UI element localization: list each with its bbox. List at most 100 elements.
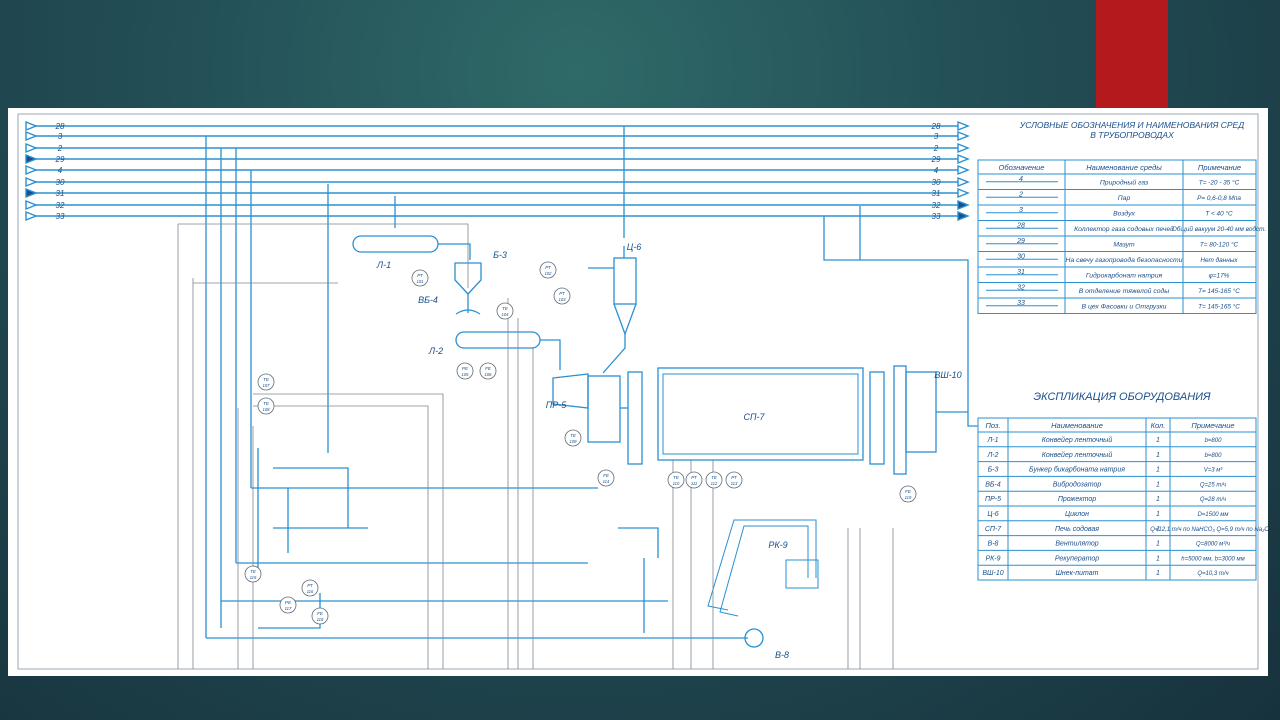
- legend-code: 32: [1017, 284, 1025, 291]
- legend-code: 28: [1016, 222, 1025, 229]
- explication-qty: 1: [1156, 496, 1160, 503]
- legend-header: Примечание: [1198, 163, 1241, 172]
- pipeline-number-right: 30: [932, 178, 941, 187]
- explication-name: Шнек-питат: [1055, 570, 1098, 577]
- flow-arrow-icon: [957, 199, 970, 211]
- explication-qty: 1: [1156, 541, 1160, 548]
- legend-note: T < 40 °C: [1205, 209, 1233, 217]
- explication-name: Рекуператор: [1055, 555, 1099, 562]
- explication-note: D=1500 мм: [1197, 512, 1228, 518]
- explication-pos: ПР-5: [985, 496, 1001, 503]
- instrument-tag: РЕ: [462, 366, 469, 371]
- pipeline-number-left: 33: [56, 212, 65, 221]
- explication-qty: 1: [1156, 511, 1160, 518]
- instrument-tag: ТЕ: [250, 569, 257, 574]
- legend-code: 33: [1017, 300, 1025, 307]
- instrument-tag: FE: [317, 611, 324, 616]
- legend-code: 30: [1017, 253, 1025, 260]
- equipment-label: Б-3: [493, 250, 507, 260]
- instrument-bubble: [899, 485, 917, 503]
- explication-qty: 1: [1156, 555, 1160, 562]
- pipeline-number-right: 4: [934, 166, 939, 175]
- explication-table: [977, 417, 1257, 581]
- instrument-bubble: [257, 373, 275, 391]
- instrument-number: 117: [285, 606, 292, 611]
- instrument-tag: РТ: [691, 475, 698, 480]
- instrument-bubble: [539, 261, 557, 279]
- instrument-bubble: [685, 471, 703, 489]
- explication-name: Конвейер ленточный: [1042, 436, 1113, 444]
- legend-medium-name: В отделение тяжелой соды: [1079, 287, 1170, 295]
- flow-arrow-icon: [957, 187, 970, 199]
- legend-code: 31: [1017, 269, 1025, 276]
- instrument-bubble: [311, 607, 329, 625]
- legend-medium-name: Воздух: [1113, 209, 1135, 217]
- flow-arrow-icon: [957, 142, 970, 154]
- flow-arrow-icon: [957, 210, 970, 222]
- legend-note: P= 0,6-0,8 Мпа: [1197, 195, 1241, 202]
- legend-medium-name: Коллектор газа содовых печей: [1074, 225, 1174, 233]
- equipment-label: ПР-5: [546, 400, 568, 410]
- flow-arrow-icon: [957, 120, 970, 132]
- equipment-label: ВШ-10: [934, 370, 961, 380]
- explication-pos: В-8: [988, 541, 999, 548]
- flow-arrow-icon: [25, 164, 38, 176]
- instrument-bubble: [553, 287, 571, 305]
- pipeline-number-left: 32: [56, 201, 65, 210]
- instrument-tag: РТ: [545, 265, 552, 270]
- explication-name: Циклон: [1065, 511, 1089, 518]
- legend-medium-name: На свечу газопровода безопасности: [1066, 256, 1183, 264]
- instrument-tag: ТЕ: [502, 306, 509, 311]
- instrument-tag: FE: [485, 366, 492, 371]
- equipment-label: Ц-6: [627, 242, 642, 252]
- instrument-bubble: [597, 469, 615, 487]
- explication-name: Печь содовая: [1055, 525, 1099, 533]
- pipeline-number-right: 33: [932, 212, 941, 221]
- instrument-tag: ТЕ: [711, 475, 718, 480]
- explication-note: Q=10,3 т/ч: [1197, 571, 1228, 577]
- explication-note: V=3 м³: [1204, 468, 1224, 474]
- pipeline-number-left: 31: [56, 189, 65, 198]
- instrument-bubble: [667, 471, 685, 489]
- explication-pos: Б-3: [988, 467, 999, 474]
- legend-medium-name: В цех Фасовки и Отгрузки: [1082, 303, 1167, 310]
- flow-arrow-icon: [957, 153, 970, 165]
- instrument-number: 111: [691, 481, 697, 486]
- instrument-bubble: [564, 429, 582, 447]
- explication-pos: Л-2: [986, 452, 998, 459]
- equipment-label: РК-9: [768, 540, 787, 550]
- instrument-number: 102: [545, 271, 553, 276]
- pipeline-number-left: 29: [55, 155, 65, 164]
- instrument-number: 113: [731, 481, 738, 486]
- explication-name: Вентилятор: [1055, 541, 1098, 548]
- flow-arrow-icon: [25, 199, 38, 211]
- instrument-number: 104: [502, 312, 510, 317]
- explication-note: Q=28 т/ч: [1200, 497, 1226, 503]
- instrument-tag: РТ: [417, 273, 424, 278]
- legend-note: T= -20 - 35 °C: [1199, 178, 1240, 186]
- explication-qty: 1: [1156, 437, 1160, 444]
- explication-qty: 1: [1156, 526, 1160, 533]
- explication-note: Q=25 т/ч: [1200, 482, 1226, 488]
- instrument-number: 116: [307, 589, 314, 594]
- instrument-number: 101: [417, 279, 424, 284]
- instrument-number: 107: [263, 383, 271, 388]
- legend-code: 2: [1018, 191, 1023, 198]
- explication-title: ЭКСПЛИКАЦИЯ ОБОРУДОВАНИЯ: [1033, 391, 1211, 403]
- instrument-tag: FE: [905, 489, 912, 494]
- instrument-bubble: [725, 471, 743, 489]
- instrument-bubble: [496, 302, 514, 320]
- instrument-number: 115: [250, 575, 257, 580]
- explication-name: Прожектор: [1058, 496, 1096, 503]
- instrument-number: 108: [263, 407, 271, 412]
- legend-note: T= 145-165 °C: [1198, 287, 1240, 295]
- legend-medium-name: Пар: [1118, 195, 1131, 202]
- explication-name: Конвейер ленточный: [1042, 451, 1113, 459]
- flow-arrow-icon: [25, 210, 38, 222]
- legend-note: Общий вакуум 20-40 мм водст.: [1172, 225, 1266, 233]
- pipeline-number-left: 28: [55, 122, 65, 131]
- flow-arrow-icon: [25, 130, 38, 142]
- pipeline-number-left: 4: [58, 166, 63, 175]
- instrument-tag: РТ: [731, 475, 738, 480]
